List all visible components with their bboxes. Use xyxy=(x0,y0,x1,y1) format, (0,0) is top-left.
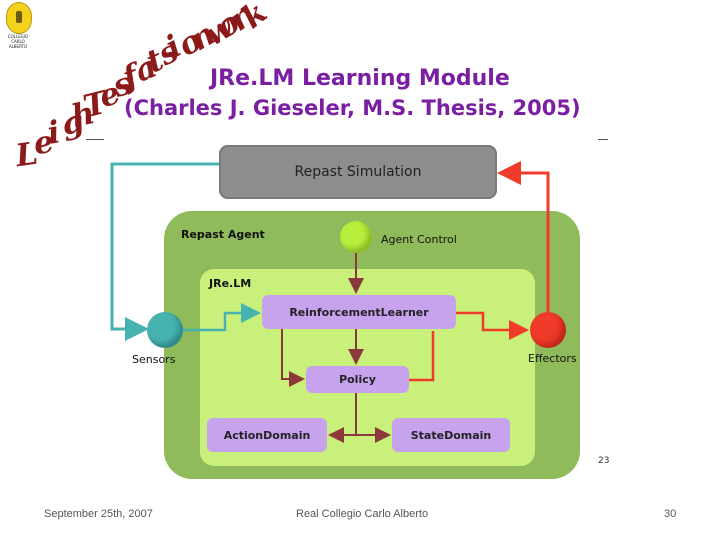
footer-venue: Real Collegio Carlo Alberto xyxy=(296,508,429,520)
reinforcement-learner-box: ReinforcementLearner xyxy=(262,295,456,329)
state-domain-box: StateDomain xyxy=(392,418,510,452)
divider-right xyxy=(598,139,608,140)
policy-to-effectors-arrow xyxy=(409,331,435,382)
sim-to-sensors-arrow xyxy=(110,162,219,341)
agent-control-label: Agent Control xyxy=(381,233,457,246)
policy-box: Policy xyxy=(306,366,409,393)
slide-title: JRe.LM Learning Module xyxy=(210,66,510,91)
figure-number: 23 xyxy=(598,456,610,466)
effectors-to-sim-arrow xyxy=(497,161,550,312)
effectors-node xyxy=(530,312,566,348)
action-domain-box: ActionDomain xyxy=(207,418,327,452)
footer-page-number: 30 xyxy=(664,508,677,520)
sensors-to-rl-arrow xyxy=(183,303,261,332)
sensors-label: Sensors xyxy=(132,353,176,366)
seal-icon xyxy=(6,2,32,34)
divider-left xyxy=(86,139,104,140)
repast-agent-label: Repast Agent xyxy=(181,228,265,241)
rl-to-effectors-arrow xyxy=(456,311,529,340)
jrelm-label: JRe.LM xyxy=(209,277,252,290)
sensors-node xyxy=(147,312,183,348)
footer-date: September 25th, 2007 xyxy=(44,508,153,520)
effectors-label: Effectors xyxy=(528,352,577,365)
college-logo: COLLEGIO CARLO ALBERTO xyxy=(4,2,32,60)
agent-control-node xyxy=(340,221,372,253)
rl-left-to-policy-arrow xyxy=(281,329,305,387)
logo-caption: COLLEGIO CARLO ALBERTO xyxy=(7,34,29,49)
repast-simulation-box: Repast Simulation xyxy=(219,145,497,199)
slide-subtitle: (Charles J. Gieseler, M.S. Thesis, 2005) xyxy=(124,96,581,120)
